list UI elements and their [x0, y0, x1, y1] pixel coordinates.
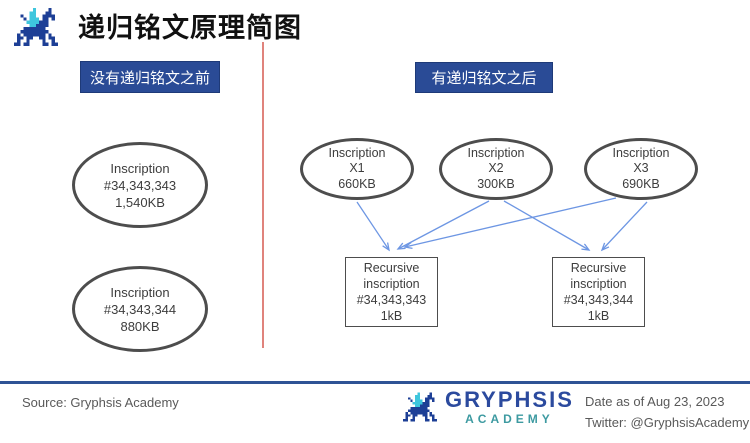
node-text-line: 1,540KB	[115, 194, 165, 210]
twitter-text: Twitter: @GryphsisAcademy	[585, 415, 750, 430]
arrow-x2-to-r2	[503, 200, 589, 250]
arrow-x2-to-r1	[398, 200, 490, 249]
node-text-line: Inscription	[467, 145, 525, 160]
node-text-line: Inscription	[612, 145, 670, 160]
inscription-node-x1: Inscription X1 660KB	[300, 138, 414, 200]
arrow-x3-to-r2	[602, 201, 648, 250]
node-text-line: 690KB	[622, 176, 660, 191]
inscription-node-34343343: Inscription #34,343,343 1,540KB	[72, 142, 208, 228]
arrow-x3-to-r1	[405, 197, 617, 247]
node-text-line: Inscription	[328, 145, 386, 160]
node-text-line: #34,343,344	[103, 301, 177, 317]
brand-text: GRYPHSIS ACADEMY	[445, 386, 574, 426]
node-text-line: Inscription	[110, 284, 170, 300]
pixel-dragon-icon	[14, 8, 58, 46]
section-label-before: 没有递归铭文之前	[80, 61, 220, 93]
node-text-line: Recursive	[363, 261, 420, 275]
footer-divider	[0, 381, 750, 384]
inscription-node-x3: Inscription X3 690KB	[584, 138, 698, 200]
recursive-inscription-node-34343344: Recursive inscription #34,343,344 1kB	[552, 257, 645, 327]
recursive-inscription-node-34343343: Recursive inscription #34,343,343 1kB	[345, 257, 438, 327]
date-text: Date as of Aug 23, 2023	[585, 394, 725, 409]
page-title: 递归铭文原理简图	[78, 13, 302, 44]
section-label-after: 有递归铭文之后	[415, 62, 553, 93]
brand-subtitle: ACADEMY	[465, 411, 554, 426]
node-text-line: 880KB	[120, 318, 160, 334]
node-text-line: #34,343,344	[563, 293, 634, 307]
node-text-line: 1kB	[380, 309, 403, 323]
vertical-divider	[262, 42, 264, 348]
node-text-line: Inscription	[110, 160, 170, 176]
node-text-line: X1	[349, 161, 365, 176]
source-text: Source: Gryphsis Academy	[22, 395, 179, 410]
node-text-line: #34,343,343	[103, 177, 177, 193]
inscription-node-34343344: Inscription #34,343,344 880KB	[72, 266, 208, 352]
brand-logo-block: GRYPHSIS ACADEMY	[403, 388, 574, 426]
brand-name: GRYPHSIS	[445, 386, 574, 412]
pixel-dragon-icon	[403, 392, 437, 422]
node-text-line: X2	[488, 161, 504, 176]
node-text-line: 1kB	[587, 309, 610, 323]
node-text-line: Recursive	[570, 261, 627, 275]
node-text-line: inscription	[570, 277, 627, 291]
node-text-line: 660KB	[338, 176, 376, 191]
inscription-node-x2: Inscription X2 300KB	[439, 138, 553, 200]
arrow-x1-to-r1	[356, 201, 389, 250]
node-text-line: 300KB	[477, 176, 515, 191]
footer-meta: Date as of Aug 23, 2023 Twitter: @Gryphs…	[585, 391, 749, 433]
node-text-line: inscription	[363, 277, 420, 291]
node-text-line: #34,343,343	[356, 293, 427, 307]
node-text-line: X3	[633, 161, 649, 176]
